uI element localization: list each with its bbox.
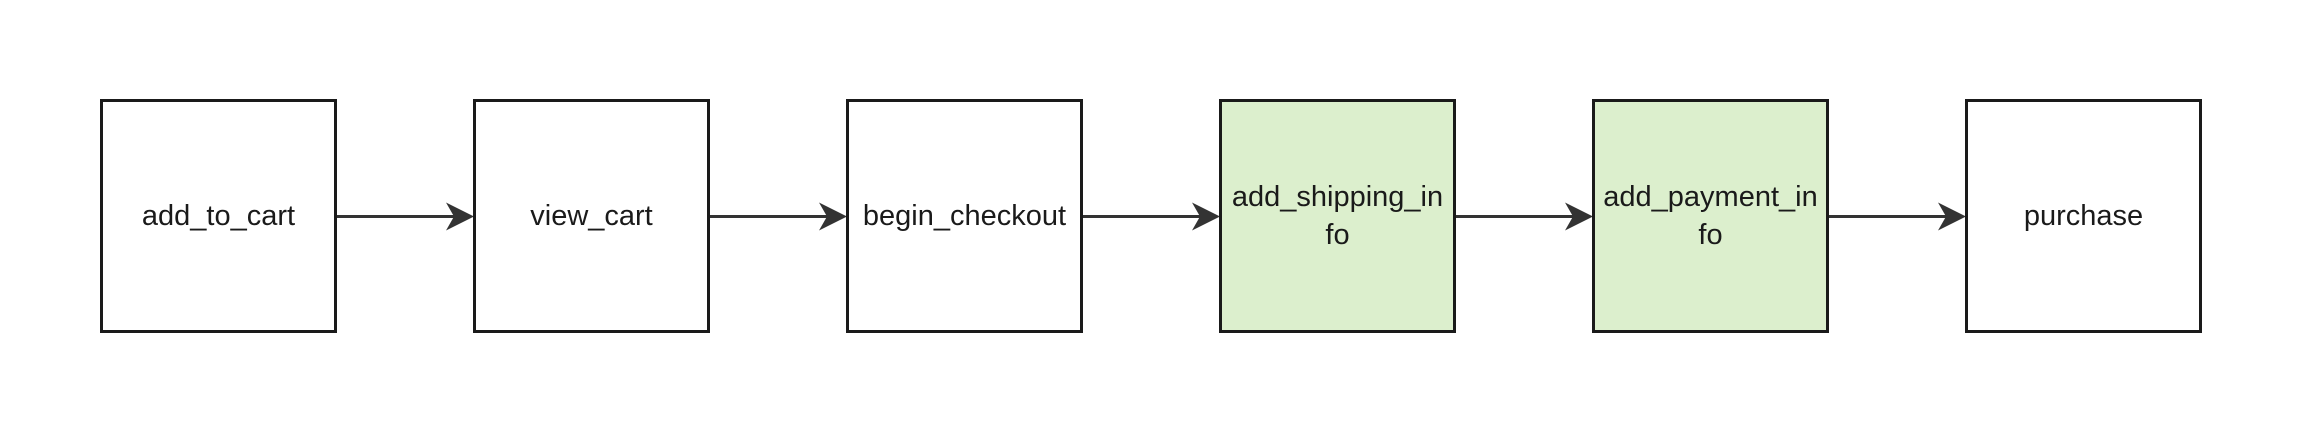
arrowhead-icon (1938, 202, 1966, 231)
flow-node-purchase: purchase (1965, 99, 2202, 333)
flow-node-begin_checkout: begin_checkout (846, 99, 1083, 333)
node-label-line: purchase (2023, 200, 2144, 232)
node-label-line: add_payment_in (1603, 181, 1818, 213)
arrowhead-icon (446, 202, 474, 231)
node-label-line: begin_checkout (862, 200, 1067, 232)
flow-node-view_cart: view_cart (473, 99, 710, 333)
arrowhead-icon (1192, 202, 1220, 231)
node-label-line: view_cart (530, 200, 653, 232)
node-label-line: add_shipping_in (1231, 181, 1444, 213)
node-label-line: add_to_cart (141, 200, 296, 232)
arrowhead-icon (819, 202, 847, 231)
arrowhead-icon (1565, 202, 1593, 231)
flow-node-add_to_cart: add_to_cart (100, 99, 337, 333)
node-label-line: fo (1698, 219, 1723, 251)
node-label-line: fo (1325, 219, 1350, 251)
